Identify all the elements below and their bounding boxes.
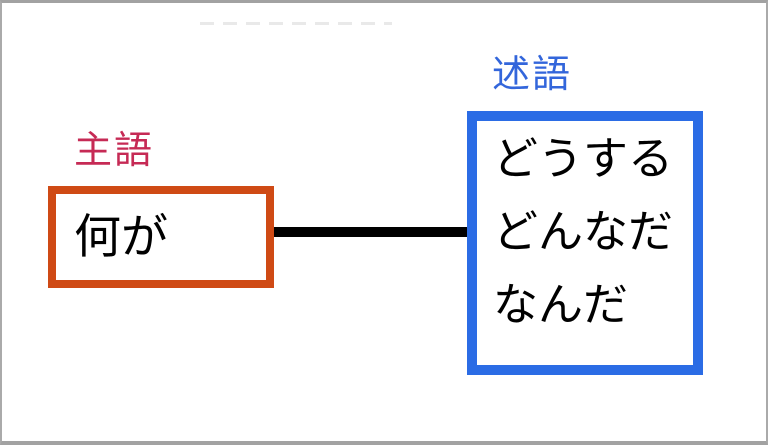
subject-box: 何が xyxy=(48,186,274,288)
subject-box-text: 何が xyxy=(74,209,168,265)
predicate-box: どうする どんなだ なんだ xyxy=(467,111,703,375)
subject-label: 主語 xyxy=(74,128,155,172)
faint-dashed-line xyxy=(200,22,392,25)
predicate-box-line: どんなだ xyxy=(493,205,674,258)
predicate-box-line: どうする xyxy=(493,132,674,185)
predicate-label: 述語 xyxy=(492,52,573,96)
connector-line xyxy=(270,227,470,237)
predicate-box-line: なんだ xyxy=(493,278,629,331)
